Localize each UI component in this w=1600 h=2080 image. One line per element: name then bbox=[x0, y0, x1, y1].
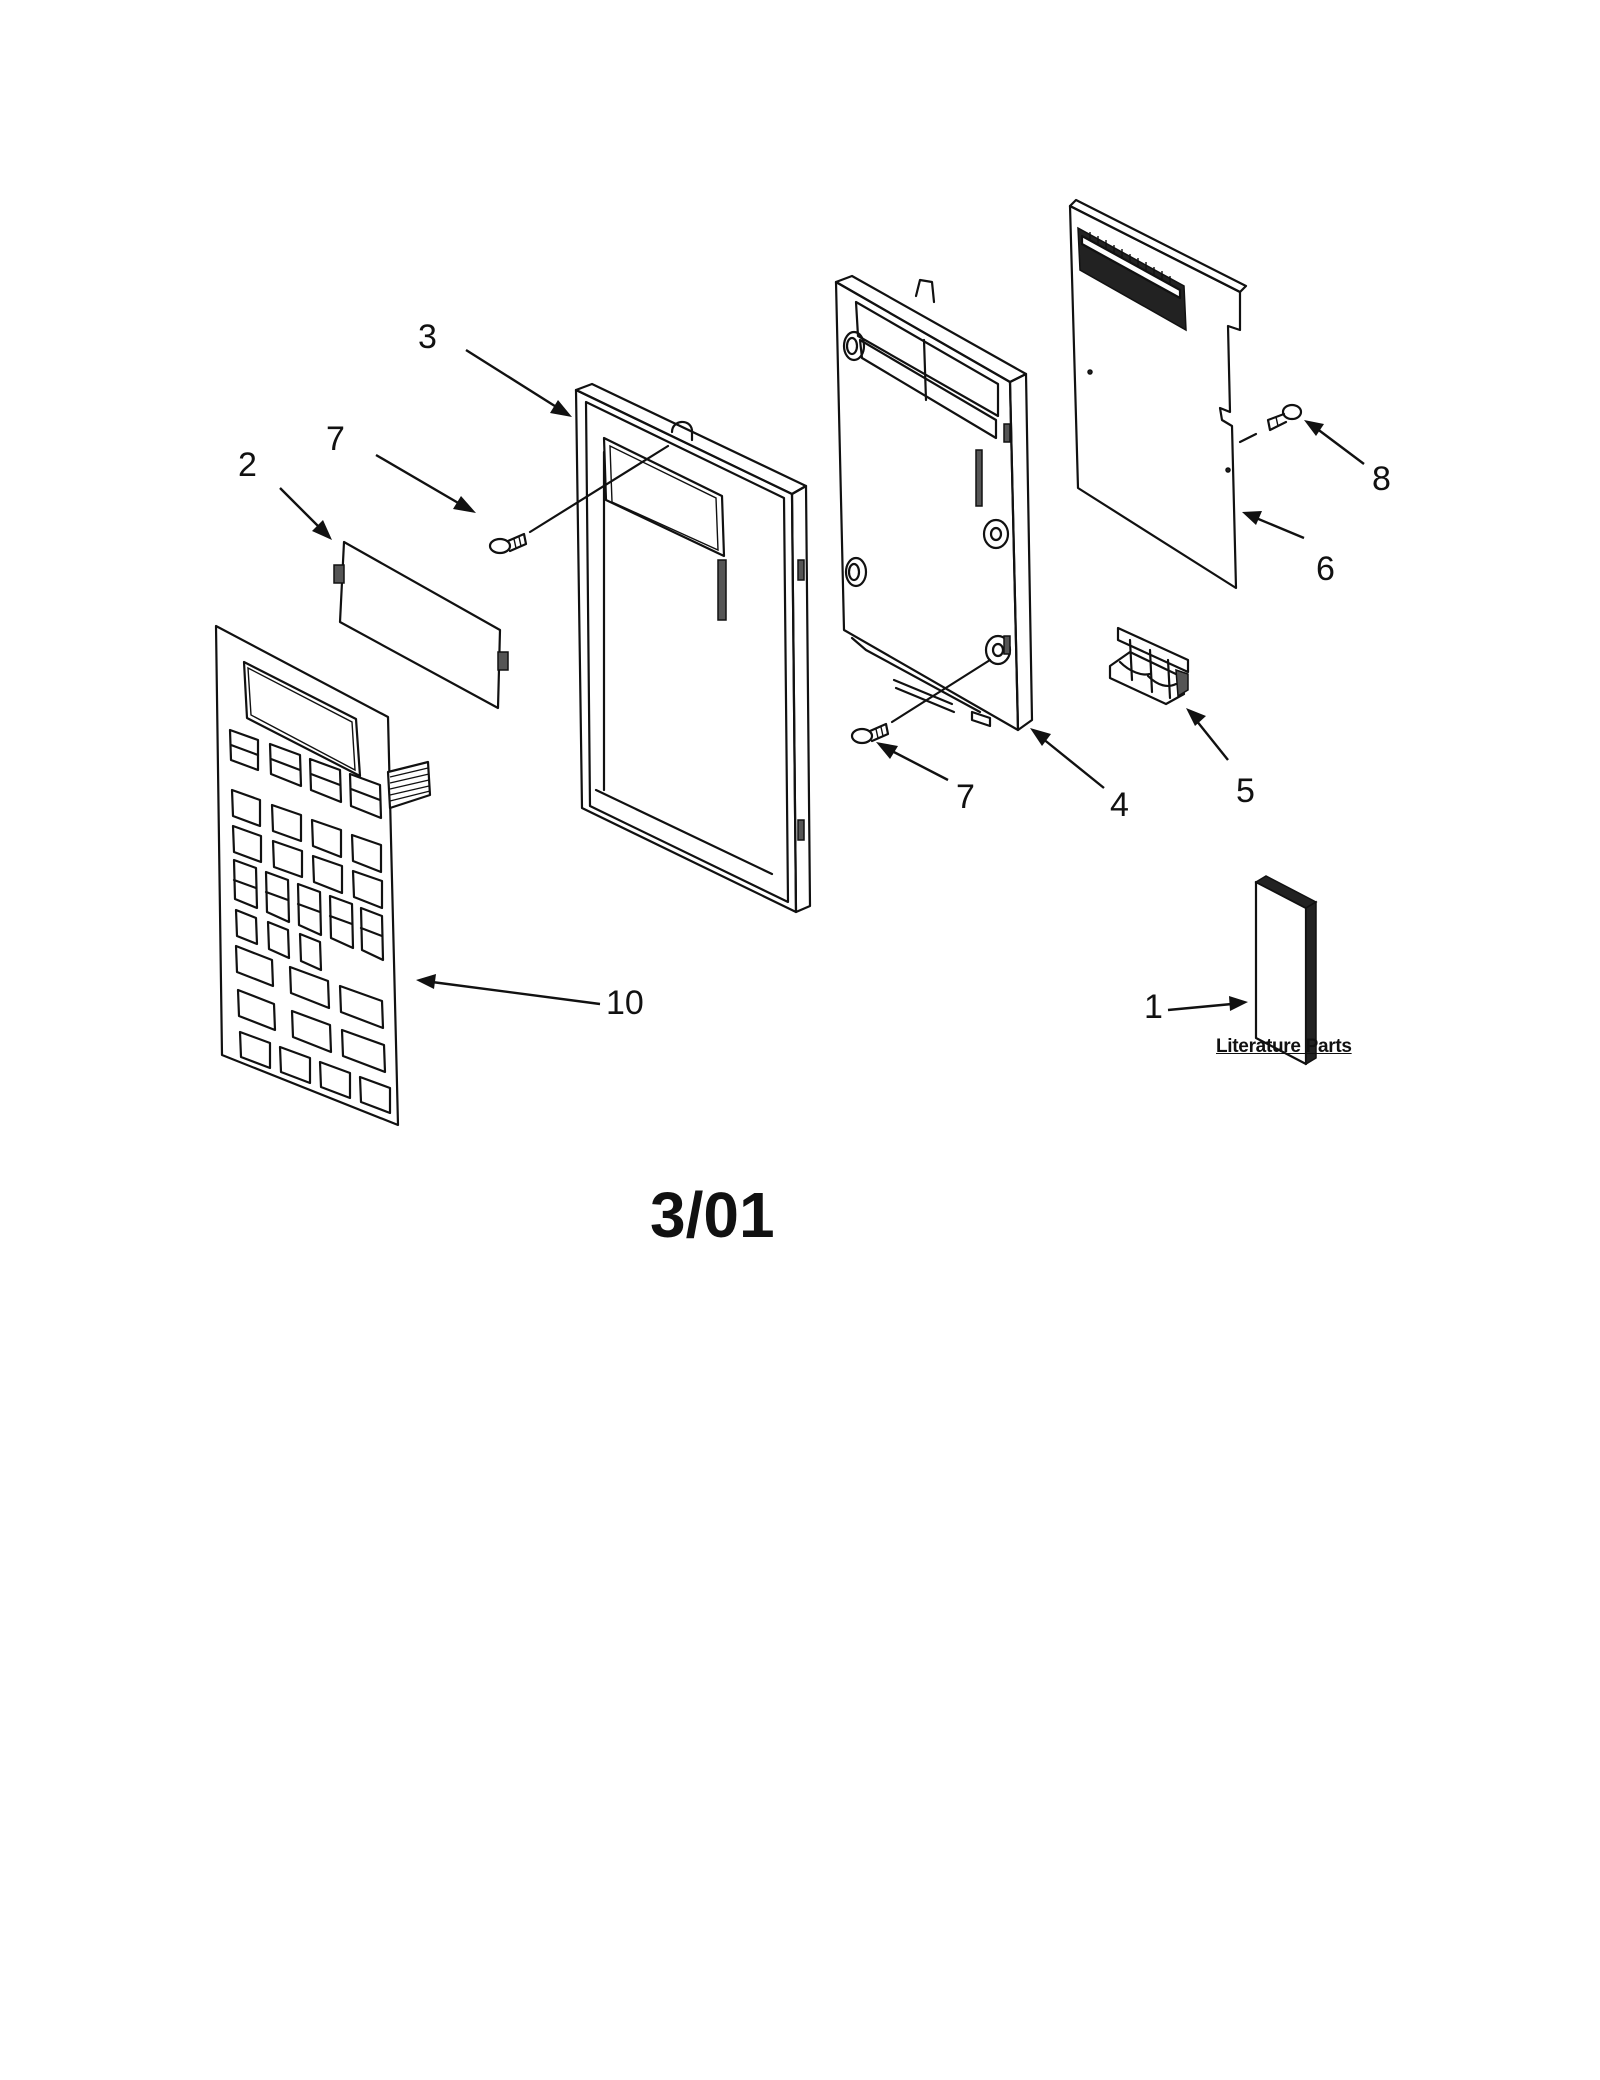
screw-upper bbox=[488, 444, 670, 555]
callout-1: 1 bbox=[1144, 988, 1163, 1026]
callout-10: 10 bbox=[606, 984, 644, 1022]
control-panel-frame bbox=[574, 382, 812, 914]
callout-3: 3 bbox=[418, 318, 437, 356]
screw-right bbox=[1238, 403, 1303, 444]
callout-7-upper: 7 bbox=[326, 420, 345, 458]
circuit-board bbox=[1068, 198, 1248, 590]
screw-lower bbox=[850, 658, 992, 745]
latch-clip bbox=[1108, 626, 1190, 706]
callout-2: 2 bbox=[238, 446, 257, 484]
callout-6: 6 bbox=[1316, 550, 1335, 588]
literature-parts-label: Literature Parts bbox=[1216, 1036, 1352, 1057]
display-lens bbox=[333, 540, 509, 710]
keypad-membrane bbox=[214, 624, 432, 1127]
date-code: 3/01 bbox=[650, 1179, 775, 1251]
callout-5: 5 bbox=[1236, 772, 1255, 810]
callout-8: 8 bbox=[1372, 460, 1391, 498]
literature-booklet bbox=[1254, 875, 1318, 1066]
keypad-keys bbox=[228, 728, 392, 1115]
connector-pins bbox=[1089, 232, 1171, 284]
pcb-housing-bracket bbox=[834, 274, 1034, 732]
callout-4: 4 bbox=[1110, 786, 1129, 824]
ribbon-cable bbox=[386, 760, 432, 810]
bracket-bosses bbox=[842, 330, 1012, 666]
leader-arrows bbox=[279, 348, 1365, 1012]
callout-7-lower: 7 bbox=[956, 778, 975, 816]
